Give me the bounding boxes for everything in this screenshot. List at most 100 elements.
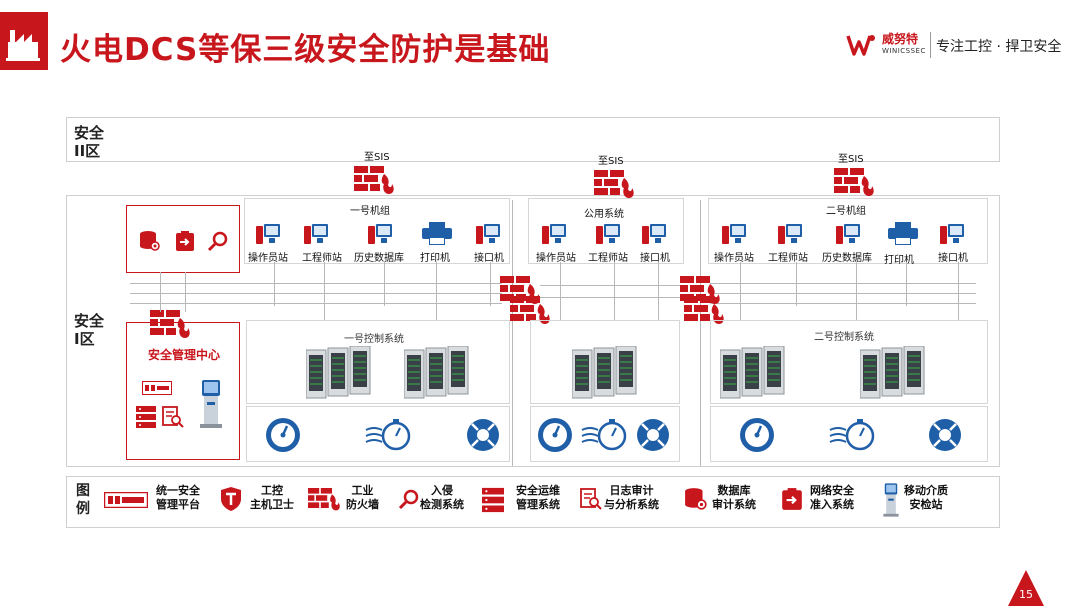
link-line bbox=[274, 262, 275, 306]
device-label: 操作员站 bbox=[536, 253, 576, 264]
unit2-devices-box bbox=[708, 198, 988, 264]
legend-label: 移动介质 安检站 bbox=[904, 484, 948, 511]
legend-label: 入侵 检测系统 bbox=[420, 484, 464, 511]
legend-label: 安全运维 管理系统 bbox=[516, 484, 560, 511]
zone-2-label: 安全 II区 bbox=[74, 124, 105, 160]
legend-label: 日志审计 与分析系统 bbox=[604, 484, 659, 511]
flow-meter-icon bbox=[828, 416, 876, 458]
divider-line bbox=[512, 200, 513, 466]
brand-block: 威努特 WINICSSEC 专注工控 · 捍卫安全 bbox=[846, 30, 1076, 64]
device-label: 打印机 bbox=[420, 253, 450, 264]
brand-w-logo-icon bbox=[846, 32, 878, 58]
link-line bbox=[614, 262, 615, 320]
public-label: 公用系统 bbox=[584, 209, 624, 220]
field-devices-1-box bbox=[246, 406, 510, 462]
platform-icon bbox=[142, 380, 172, 399]
zone-1-box bbox=[66, 195, 1000, 467]
controller-cabinet-icon bbox=[403, 345, 470, 400]
link-line bbox=[560, 262, 561, 320]
operator-station-icon bbox=[542, 224, 566, 246]
controller-cabinet-icon bbox=[571, 345, 638, 400]
legend-label: 网络安全 准入系统 bbox=[810, 484, 854, 511]
kiosk-icon bbox=[882, 480, 900, 524]
divider-line bbox=[700, 200, 701, 466]
network-bus-line bbox=[540, 285, 680, 286]
firewall-icon bbox=[684, 296, 724, 326]
log-audit-icon bbox=[580, 487, 602, 515]
device-label: 工程师站 bbox=[588, 253, 628, 264]
link-line bbox=[740, 262, 741, 320]
firewall-icon bbox=[510, 296, 550, 326]
firewall-icon bbox=[150, 310, 190, 344]
legend-label: 工业 防火墙 bbox=[346, 484, 379, 511]
legend-label: 数据库 审计系统 bbox=[712, 484, 756, 511]
network-bus-line bbox=[130, 303, 502, 304]
network-bus-line bbox=[710, 283, 976, 284]
device-label: 接口机 bbox=[938, 253, 968, 264]
ops-icon bbox=[136, 406, 156, 432]
control-system-public-box bbox=[530, 320, 680, 404]
link-line bbox=[160, 272, 161, 312]
link-line bbox=[384, 262, 385, 306]
firewall-icon bbox=[354, 166, 394, 196]
legend-label: 工控 主机卫士 bbox=[250, 484, 294, 511]
interface-pc-icon bbox=[476, 224, 500, 246]
unit2-label: 二号机组 bbox=[826, 206, 866, 217]
access-icon bbox=[174, 230, 196, 256]
printer-icon bbox=[422, 222, 452, 246]
device-label: 历史数据库 bbox=[354, 253, 404, 264]
field-devices-2-box bbox=[710, 406, 988, 462]
flow-meter-icon bbox=[364, 416, 412, 458]
pressure-gauge-icon bbox=[738, 416, 776, 454]
brand-divider bbox=[930, 32, 931, 58]
link-line bbox=[796, 262, 797, 306]
pressure-gauge-icon bbox=[536, 416, 574, 454]
operator-station-icon bbox=[256, 224, 280, 246]
device-label: 历史数据库 bbox=[822, 253, 872, 264]
pressure-gauge-icon bbox=[264, 416, 302, 454]
link-line bbox=[324, 262, 325, 320]
public-devices-box bbox=[528, 198, 684, 264]
db-audit-icon bbox=[139, 230, 161, 256]
link-line bbox=[958, 262, 959, 320]
control-system-1-box bbox=[246, 320, 510, 404]
link-line bbox=[856, 262, 857, 320]
security-tools-box bbox=[126, 205, 240, 273]
link-line bbox=[185, 272, 186, 312]
device-label: 打印机 bbox=[884, 255, 914, 266]
ops-icon bbox=[482, 487, 504, 517]
db-audit-icon bbox=[684, 487, 708, 515]
device-label: 接口机 bbox=[640, 253, 670, 264]
brand-slogan: 专注工控 · 捍卫安全 bbox=[936, 39, 1062, 55]
to-sis-label-1: 至SIS bbox=[364, 152, 390, 163]
firewall-icon bbox=[834, 168, 874, 198]
network-bus-line bbox=[710, 303, 976, 304]
link-line bbox=[658, 262, 659, 320]
history-db-icon bbox=[368, 224, 392, 246]
control-system-2-box bbox=[710, 320, 988, 404]
firewall-icon bbox=[308, 488, 340, 516]
engineer-station-icon bbox=[778, 224, 802, 246]
interface-pc-icon bbox=[940, 224, 964, 246]
log-audit-icon bbox=[162, 406, 184, 432]
legend-label: 统一安全 管理平台 bbox=[156, 484, 200, 511]
network-bus-line bbox=[130, 283, 502, 284]
ids-icon bbox=[398, 488, 420, 514]
device-label: 接口机 bbox=[474, 253, 504, 264]
link-line bbox=[436, 262, 437, 320]
interface-pc-icon bbox=[642, 224, 666, 246]
to-sis-label-2: 至SIS bbox=[598, 156, 624, 167]
page-number-badge bbox=[1008, 570, 1044, 606]
field-devices-public-box bbox=[530, 406, 680, 462]
zone-2-box bbox=[66, 117, 1000, 162]
ids-icon bbox=[207, 230, 229, 256]
network-bus-line bbox=[130, 293, 502, 294]
mgmt-center-label: 安全管理中心 bbox=[148, 348, 221, 362]
legend-title: 图 例 bbox=[76, 483, 90, 517]
valve-icon bbox=[926, 416, 964, 454]
brand-name: 威努特 bbox=[882, 32, 919, 46]
brand-subtitle: WINICSSEC bbox=[882, 47, 926, 55]
device-label: 工程师站 bbox=[302, 253, 342, 264]
link-line bbox=[490, 262, 491, 306]
zone-1-label: 安全 I区 bbox=[74, 312, 105, 348]
